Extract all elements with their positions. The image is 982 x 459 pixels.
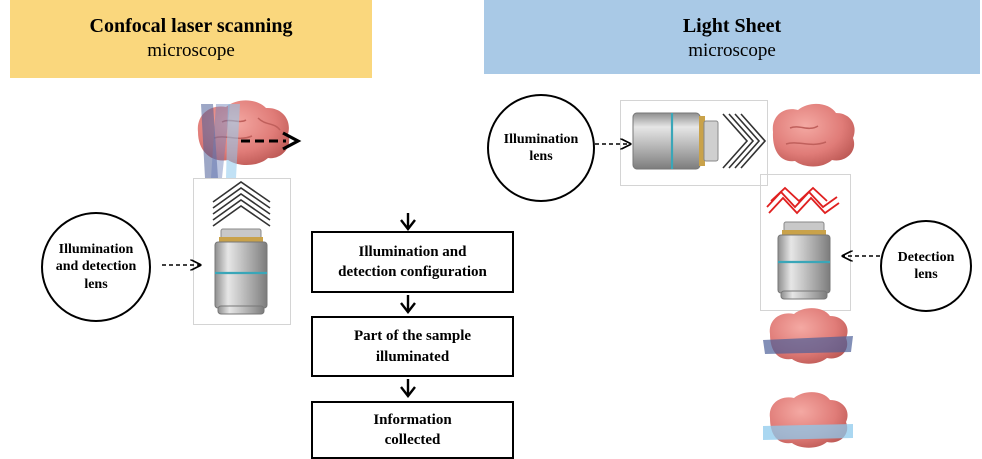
confocal-light-wave-icon: [212, 181, 271, 227]
lightsheet-title: Light Sheet: [682, 15, 782, 37]
confocal-subtitle: microscope: [147, 40, 235, 61]
detection-lens-circle: Detection lens: [880, 220, 972, 312]
detection-light-wave-icon: [766, 186, 840, 215]
confocal-objective-lens-icon: [214, 228, 268, 315]
flow-box-part-illuminated-text: Part of the sample illuminated: [353, 328, 472, 365]
lightsheet-brain-sample-icon: [772, 103, 855, 167]
confocal-header: Confocal laser scanning microscope: [10, 0, 372, 78]
confocal-title: Confocal laser scanning: [89, 15, 293, 37]
detection-lens-label: Detection lens: [897, 249, 955, 283]
confocal-lens-frame: [193, 178, 291, 325]
lightsheet-subtitle: microscope: [688, 40, 776, 61]
flow-box-configuration: Illumination and detection configuration: [311, 231, 514, 293]
confocal-lens-circle: Illumination and detection lens: [41, 212, 151, 322]
lightsheet-header: Light Sheet microscope: [484, 0, 980, 74]
scan-direction-arrow-icon: [241, 131, 302, 151]
illumination-lens-label: Illumination lens: [503, 131, 579, 165]
brain-dark-sheet-icon: [763, 308, 853, 364]
detection-objective-lens-icon: [777, 221, 831, 300]
flow-box-configuration-text: Illumination and detection configuration: [338, 243, 487, 280]
flow-down-arrow-icon: [400, 213, 416, 398]
illumination-lens-circle: Illumination lens: [487, 94, 595, 202]
flow-box-part-illuminated: Part of the sample illuminated: [311, 316, 514, 377]
illumination-objective-lens-icon: [632, 112, 719, 170]
brain-light-sheet-icon: [763, 392, 853, 448]
confocal-lens-label: Illumination and detection lens: [55, 241, 137, 292]
confocal-brain-sample-icon: [197, 100, 290, 178]
flow-box-information-text: Information collected: [373, 411, 452, 448]
illumination-light-wave-icon: [722, 113, 767, 169]
flow-box-information: Information collected: [311, 401, 514, 459]
